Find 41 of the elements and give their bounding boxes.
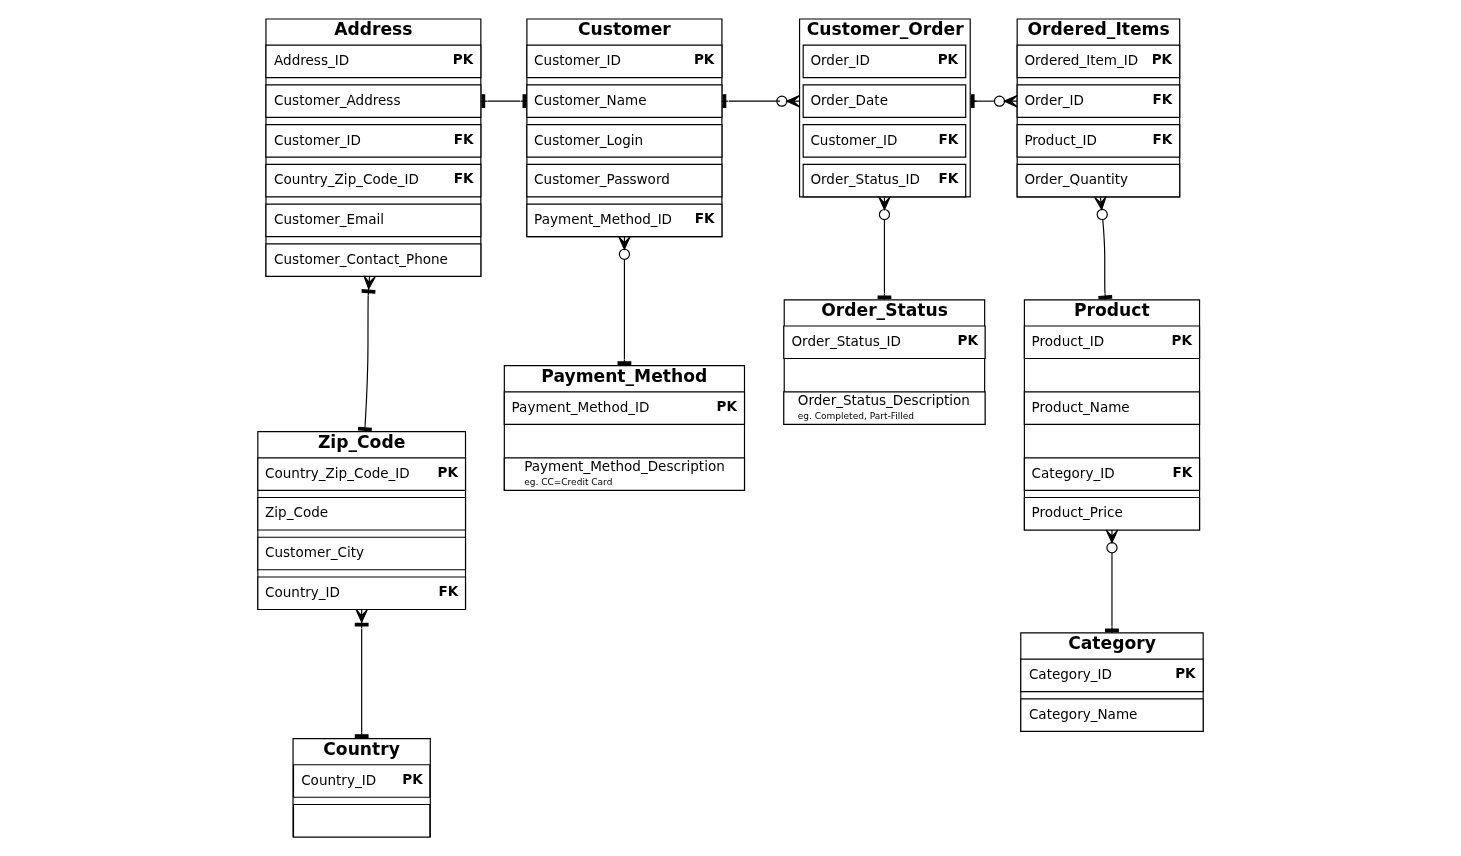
node-box: Order_Date <box>802 84 967 118</box>
node-box: Customer_ID PK <box>526 44 723 79</box>
node-box: Product_Price <box>1023 496 1201 531</box>
node-box: Order_Status_ID PK <box>783 325 986 360</box>
node-box: Product_Name <box>1023 391 1201 425</box>
node-box: Country_ID PK <box>292 764 431 798</box>
node-box: Zip_Code <box>257 496 467 531</box>
node-box: Customer_Login <box>526 124 723 158</box>
connector <box>617 236 632 367</box>
node-box: Customer_Name <box>526 84 723 118</box>
node-box <box>292 803 431 838</box>
node-box: Ordered_Item_ID PK <box>1016 44 1181 79</box>
connector <box>877 196 892 301</box>
connector <box>1094 195 1113 301</box>
node-box: Order_Status_Description eg. Completed, Part-Filled <box>783 391 986 425</box>
node-box: Product_ID PK <box>1023 325 1201 360</box>
node-box: Customer_Contact_Phone <box>265 243 482 277</box>
node-box: Category_ID PK <box>1020 658 1204 693</box>
node-box: Customer_Email <box>265 203 482 238</box>
node-box: Customer_ID FK <box>802 124 967 158</box>
node-box: Customer_ID FK <box>265 124 482 158</box>
node-box: Address_ID PK <box>265 44 482 79</box>
node-box: Payment_Method_ID FK <box>526 203 723 238</box>
node-box: Order_Quantity <box>1016 163 1181 198</box>
node-box: Payment_Method_ID PK <box>503 391 746 425</box>
node-box: Product_ID FK <box>1016 124 1181 158</box>
node-box: Order_ID PK <box>802 44 967 79</box>
node-box: Customer_Password <box>526 163 723 198</box>
node-box: Category_ID FK <box>1023 457 1201 491</box>
node-box: Customer_City <box>257 536 467 571</box>
node-box: Order_ID FK <box>1016 84 1181 118</box>
connector <box>969 94 1018 109</box>
node-box: Order_Status_ID FK <box>802 163 967 198</box>
node-box: Category_Name <box>1020 698 1204 732</box>
connector <box>357 275 376 433</box>
node-box: Payment_Method_Description eg. CC=Credit Card <box>503 457 746 491</box>
node-box: Country_Zip_Code_ID FK <box>265 163 482 198</box>
connector <box>354 608 369 740</box>
node-box: Customer_Address <box>265 84 482 118</box>
node-box: Country_ID FK <box>257 576 467 611</box>
node-box: Country_Zip_Code_ID PK <box>257 457 467 491</box>
